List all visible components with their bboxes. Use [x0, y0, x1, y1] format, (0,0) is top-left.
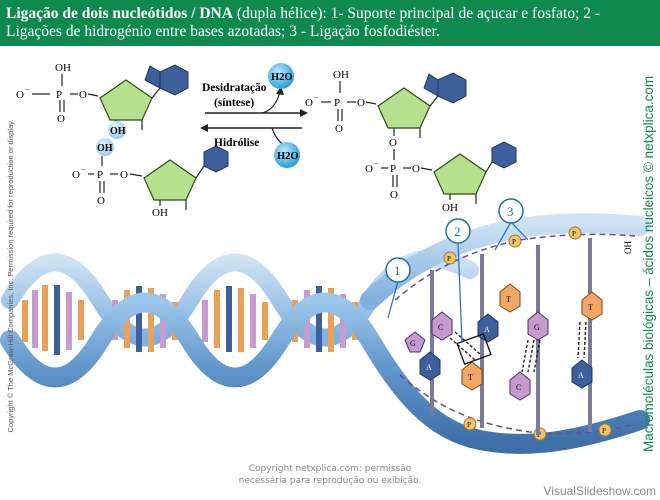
svg-text:P: P [97, 169, 103, 181]
svg-text:P: P [602, 427, 606, 435]
svg-text:P: P [390, 163, 396, 175]
hydrolysis-label: Hidrólise [214, 137, 259, 149]
svg-text:O: O [357, 97, 365, 109]
svg-text:T: T [506, 295, 511, 304]
sugar-pentagon [144, 160, 196, 200]
svg-text:−: − [314, 93, 319, 102]
svg-text:H2O: H2O [271, 72, 293, 83]
svg-text:O: O [305, 97, 313, 109]
svg-text:OH: OH [97, 143, 113, 154]
svg-text:OH: OH [333, 69, 349, 81]
base-hexagon [204, 146, 228, 172]
svg-text:3: 3 [507, 204, 514, 219]
svg-text:O: O [389, 137, 397, 149]
svg-text:P: P [512, 238, 516, 246]
oh-end-label: OH [623, 241, 633, 254]
svg-text:T: T [468, 373, 473, 382]
svg-text:P: P [467, 421, 471, 429]
svg-text:P: P [572, 230, 576, 238]
svg-text:O: O [57, 113, 65, 125]
svg-text:A: A [426, 363, 432, 372]
copyright-line-2: necessária para reprodução ou exibição. [230, 475, 430, 487]
svg-text:O: O [72, 169, 80, 181]
svg-text:−: − [374, 159, 379, 168]
svg-text:A: A [484, 325, 490, 334]
svg-text:O: O [335, 123, 343, 135]
nucleotide-2: OH O − P O O OH [72, 138, 228, 219]
watermark: VisualSlideshow.com [543, 484, 656, 498]
svg-text:G: G [410, 339, 416, 348]
copyright-notice: Copyright netxplica.com: permissão neces… [230, 463, 430, 487]
svg-text:O: O [97, 195, 105, 207]
svg-text:A: A [578, 371, 584, 380]
copyright-mcgraw: Copyright © The McGraw-Hill Companies, I… [6, 86, 18, 466]
base-hexagon [160, 65, 188, 95]
svg-text:−: − [25, 85, 30, 94]
svg-text:P: P [447, 255, 451, 263]
svg-text:C: C [438, 323, 443, 332]
nucleotide-bases: G C T A G C A T A T [405, 284, 602, 400]
svg-text:OH: OH [110, 126, 126, 137]
side-caption: Macromoléculas biológicas – ácidos nucle… [641, 92, 659, 452]
svg-text:−: − [81, 165, 86, 174]
svg-text:O: O [390, 189, 398, 201]
oh-label: OH [55, 62, 71, 74]
svg-text:OH: OH [442, 202, 458, 214]
svg-text:T: T [588, 303, 593, 312]
svg-text:P: P [334, 97, 340, 109]
svg-text:C: C [516, 383, 521, 392]
svg-text:2: 2 [454, 224, 461, 239]
svg-text:OH: OH [152, 207, 168, 219]
sugar-pentagon [100, 80, 152, 120]
svg-text:H2O: H2O [277, 151, 299, 162]
dehydration-label: Desidratação [202, 82, 267, 94]
svg-text:1: 1 [394, 263, 401, 278]
phosphorus-label: P [56, 89, 62, 101]
svg-text:O: O [412, 163, 420, 175]
svg-text:O: O [79, 89, 87, 101]
svg-text:G: G [534, 323, 540, 332]
double-helix: P P P P P P G [10, 223, 640, 444]
synthesis-label: (síntese) [214, 97, 254, 109]
copyright-line-1: Copyright netxplica.com: permissão [230, 463, 430, 475]
nucleotide-1: OH O − P O O OH [16, 62, 188, 139]
svg-text:O: O [120, 169, 128, 181]
dinucleotide: OH O − P O O O O − P O [305, 69, 516, 214]
svg-text:O: O [365, 163, 373, 175]
